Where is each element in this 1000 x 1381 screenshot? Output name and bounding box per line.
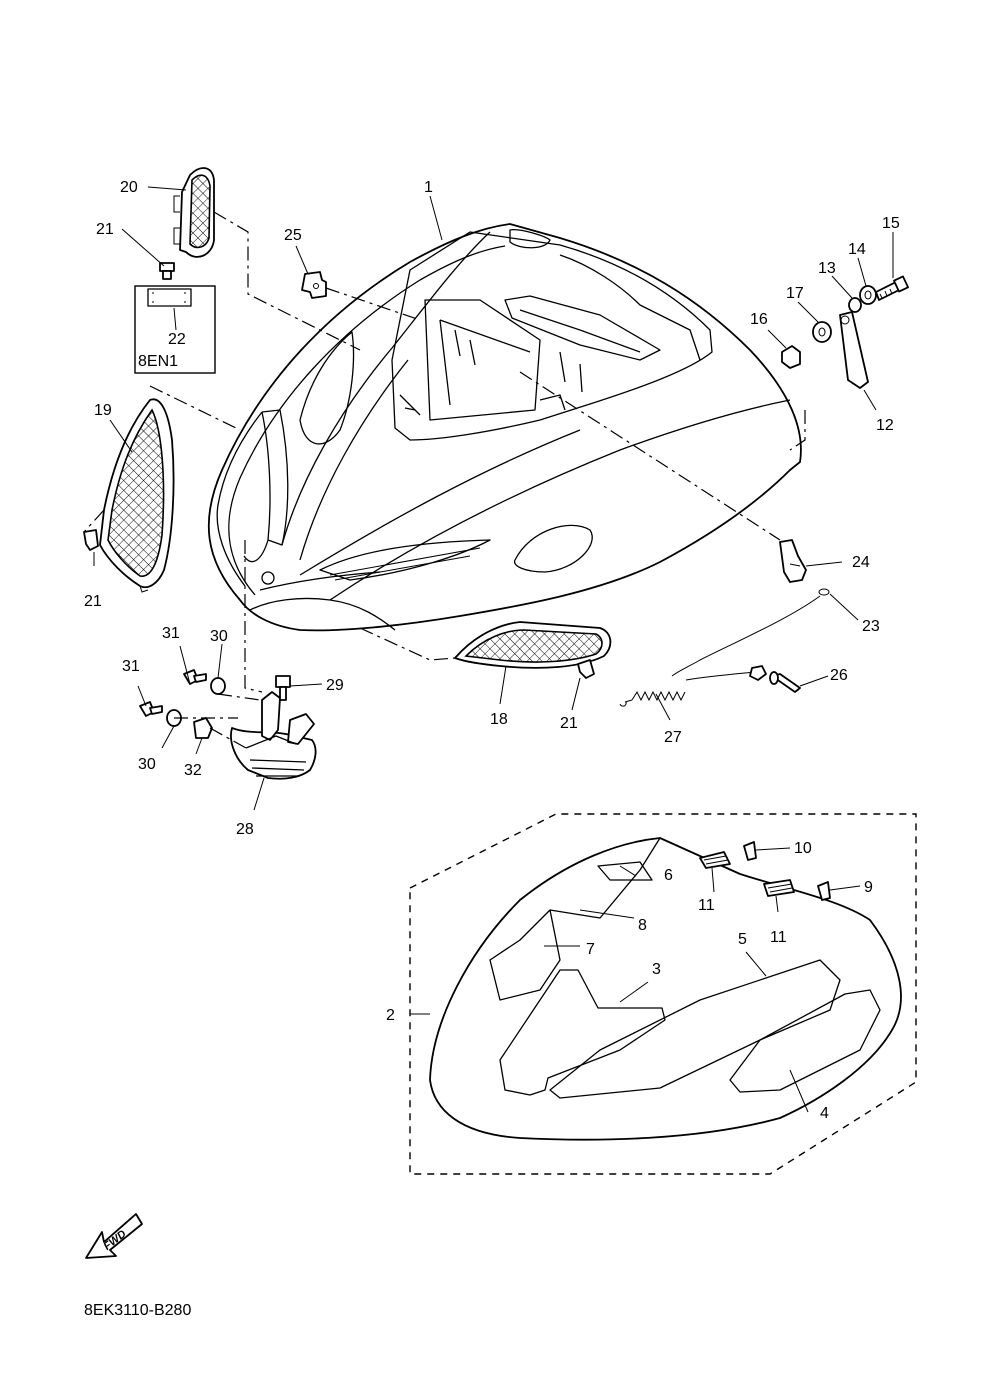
callout-29: 29 [326,677,344,694]
bracket-part-24 [779,539,807,583]
side-mesh-part-18 [454,621,612,669]
callout-30b: 30 [138,756,156,773]
callout-8: 8 [638,917,647,934]
diagram-code: 8EK3110-B280 [84,1302,191,1319]
side-mesh-part-20 [173,167,215,258]
callout-3: 3 [652,961,661,978]
callout-24: 24 [852,554,870,571]
label-part-22 [134,285,216,374]
clip-part-21-upper [159,262,175,280]
rivet-part-26 [769,671,801,693]
callout-10: 10 [794,840,812,857]
grommet-part-17 [812,321,832,343]
front-cowling-part-1 [207,223,802,632]
callout-21c: 21 [560,715,578,732]
bracket-part-28 [230,691,317,780]
callout-25: 25 [284,227,302,244]
callout-11a: 11 [698,897,715,914]
callout-6: 6 [664,867,673,884]
callout-15: 15 [882,215,900,232]
callout-27: 27 [664,729,682,746]
decal-panel-part-2 [429,837,902,1141]
clip-part-21-left [83,529,99,551]
variant-label: 8EN1 [138,353,178,370]
stay-part-12 [839,311,869,389]
callout-1: 1 [424,179,433,196]
collar-part-13 [848,297,862,313]
nut-part-16 [781,345,801,369]
callout-5: 5 [738,931,747,948]
callout-19: 19 [94,402,112,419]
callout-30a: 30 [210,628,228,645]
collar-part-30-upper [210,677,226,695]
callout-7: 7 [586,941,595,958]
callout-17: 17 [786,285,804,302]
callout-12: 12 [876,417,894,434]
reference-lines [83,211,806,749]
callout-20: 20 [120,179,138,196]
leader-lines [93,186,894,1113]
callout-9: 9 [864,879,873,896]
callout-28: 28 [236,821,254,838]
callout-4: 4 [820,1105,829,1122]
bolt-part-31-lower [139,701,163,717]
callout-18: 18 [490,711,508,728]
spring-part-27 [619,665,767,707]
damper-part-32 [193,717,213,739]
clip-part-21-lower [577,659,595,679]
callout-14: 14 [848,241,866,258]
washer-part-14 [859,285,877,305]
callout-32: 32 [184,762,202,779]
callout-22: 22 [168,331,186,348]
callout-13: 13 [818,260,836,277]
callout-labels: 1 2 3 4 5 6 7 8 9 10 11 11 12 13 14 15 1… [84,179,900,1122]
callout-31b: 31 [122,658,140,675]
callout-21b: 21 [84,593,102,610]
bolt-part-29 [275,675,291,701]
callout-2: 2 [386,1007,395,1024]
callout-31a: 31 [162,625,180,642]
bolt-part-15 [875,275,909,301]
callout-11b: 11 [770,929,787,946]
wire-part-23 [671,588,830,677]
callout-23: 23 [862,618,880,635]
callout-21a: 21 [96,221,114,238]
bracket-part-25 [301,271,327,299]
side-mesh-part-19 [99,398,175,593]
fwd-arrow-icon: FWD [85,1213,143,1259]
callout-16: 16 [750,311,768,328]
callout-26: 26 [830,667,848,684]
